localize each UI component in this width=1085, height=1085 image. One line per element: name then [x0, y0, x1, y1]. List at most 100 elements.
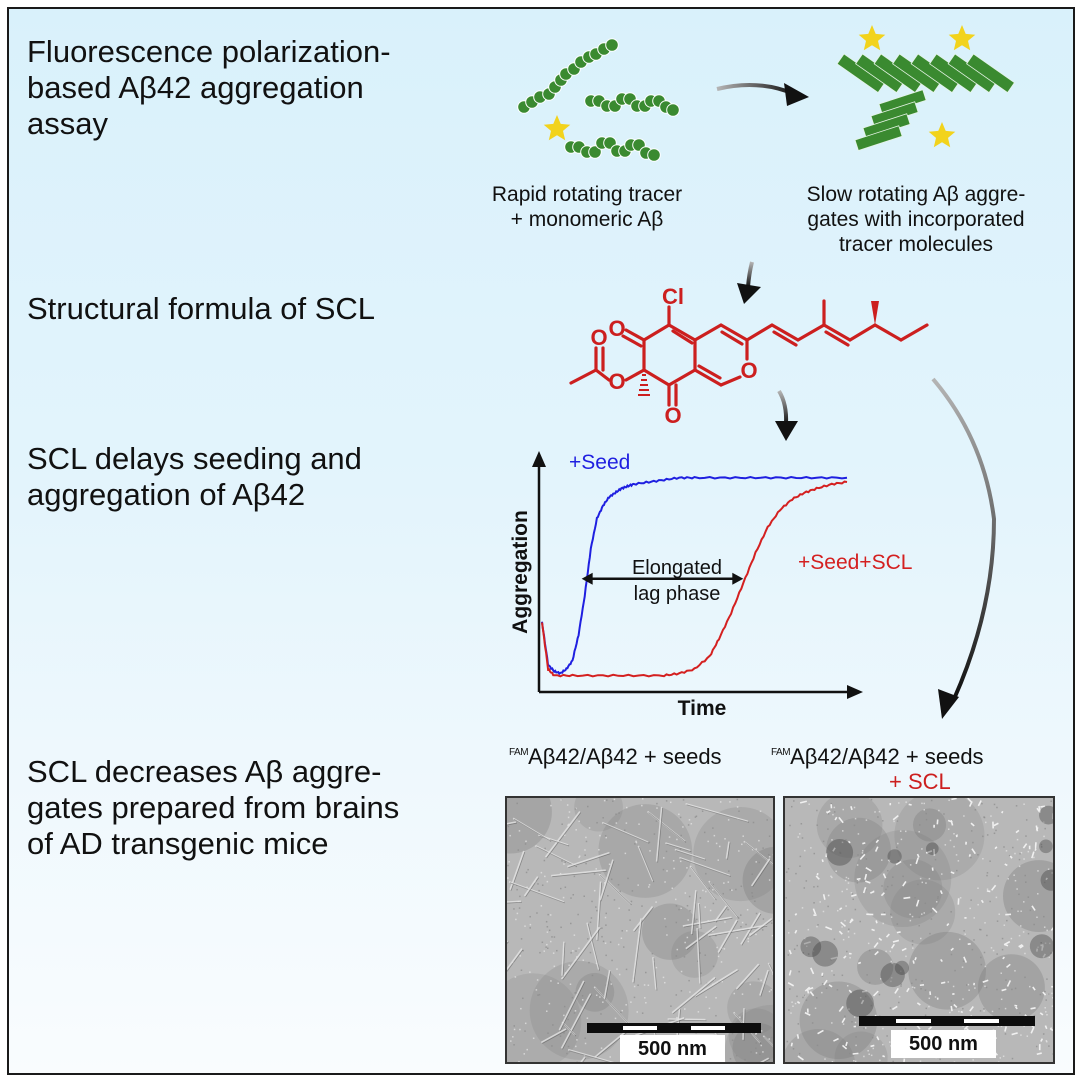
fibril — [679, 856, 731, 877]
small-aggregate — [1018, 944, 1023, 948]
scl-structural-formula: Cl O O O O O — [569, 284, 929, 428]
em-dark-patch — [816, 798, 883, 858]
small-aggregate — [895, 860, 902, 866]
small-aggregate — [873, 942, 879, 948]
label-line: of AD transgenic mice — [27, 826, 329, 861]
small-aggregate — [874, 950, 879, 956]
em-dark-patch — [671, 930, 719, 978]
small-aggregate — [970, 822, 975, 827]
fibril — [544, 810, 581, 858]
fibril — [632, 905, 654, 932]
fibril — [599, 859, 614, 901]
em-micrograph-fibrils — [507, 798, 773, 1062]
monomer-bead — [647, 148, 661, 162]
tracer-star-icon — [543, 115, 571, 141]
fibril — [567, 851, 610, 868]
oligomer-cluster — [1029, 934, 1053, 959]
em-dark-patch — [834, 1031, 888, 1062]
small-aggregate — [832, 847, 836, 852]
fibril — [748, 918, 773, 937]
em-title-text: Aβ42/Aβ42 + seeds — [790, 744, 984, 769]
em-image-scl: 500 nm — [783, 796, 1055, 1064]
arrowhead-icon — [775, 421, 798, 441]
em-dark-patch — [693, 806, 773, 902]
wedge-bond — [871, 301, 879, 325]
fluorescent-tracer-star-icon — [543, 115, 571, 141]
label-line: gates prepared from brains — [27, 790, 400, 825]
small-aggregate — [986, 890, 991, 893]
atom-o: O — [608, 316, 625, 341]
small-aggregate — [787, 982, 795, 987]
caption-line: + monomeric Aβ — [510, 208, 664, 231]
arrowhead-icon — [938, 689, 959, 719]
small-aggregate — [870, 890, 875, 894]
fibril — [690, 890, 697, 935]
small-aggregate — [925, 850, 933, 854]
small-aggregate — [808, 986, 814, 990]
small-aggregate — [916, 853, 920, 858]
em-dark-patch — [977, 954, 1045, 1022]
scale-bar-label: 500 nm — [620, 1035, 725, 1062]
fluorescent-tracer-star-icon — [928, 122, 956, 148]
y-axis-arrowhead-icon — [532, 451, 546, 467]
scale-bar-segment — [691, 1026, 725, 1030]
small-aggregate — [1004, 1026, 1008, 1032]
fibril — [665, 842, 691, 852]
section-label-decreases-aggregates: SCL decreases Aβ aggre- gates prepared f… — [27, 754, 399, 862]
fibril — [671, 976, 716, 1014]
small-aggregate — [857, 961, 862, 965]
aggregation-arrowhead-icon — [784, 83, 809, 106]
small-aggregate — [1034, 848, 1037, 852]
small-aggregate — [848, 989, 853, 994]
small-aggregate — [845, 1041, 848, 1047]
fibril — [685, 925, 717, 950]
small-aggregate — [878, 937, 883, 941]
scale-bar-segment — [896, 1019, 931, 1023]
small-aggregate — [849, 918, 854, 924]
oligomer-cluster — [1039, 805, 1053, 825]
annotation-line: Elongated — [632, 557, 722, 579]
small-aggregate — [982, 979, 989, 983]
fibril — [735, 963, 760, 990]
fibril — [767, 962, 773, 975]
em-dark-patch — [507, 973, 582, 1062]
small-aggregate — [875, 839, 880, 844]
small-aggregate — [882, 1055, 886, 1058]
small-aggregate — [950, 1005, 953, 1012]
small-aggregate — [912, 960, 915, 964]
small-aggregate — [847, 840, 851, 844]
small-aggregate — [830, 956, 838, 960]
section-label-delays-seeding: SCL delays seeding and aggregation of Aβ… — [27, 441, 362, 513]
em-title-scl: FAMAβ42/Aβ42 + seeds — [771, 744, 984, 770]
em-dark-patch — [826, 817, 891, 883]
small-aggregate — [1030, 1006, 1036, 1010]
fibril — [685, 802, 749, 823]
small-aggregate — [840, 921, 847, 928]
small-aggregate — [822, 894, 826, 900]
fibril — [551, 869, 606, 877]
chart-series — [541, 475, 848, 678]
small-aggregate — [804, 1011, 811, 1016]
small-aggregate — [1002, 956, 1005, 960]
small-aggregate — [1038, 805, 1041, 813]
small-aggregate — [927, 1026, 933, 1031]
oligomer-cluster — [800, 936, 822, 958]
fibril — [523, 876, 539, 897]
small-aggregate — [967, 798, 973, 804]
fibril — [560, 993, 592, 1049]
small-aggregate — [826, 810, 831, 814]
small-aggregate — [797, 1055, 804, 1061]
arrow-to-chart — [777, 389, 789, 425]
series-label-seed: +Seed — [569, 451, 630, 474]
small-aggregate — [906, 987, 910, 993]
small-aggregate — [850, 806, 853, 811]
small-aggregate — [916, 1002, 921, 1006]
em-dark-patch — [912, 808, 947, 842]
small-aggregate — [940, 981, 946, 985]
small-aggregate — [894, 987, 899, 994]
small-aggregate — [862, 842, 866, 845]
small-aggregate — [931, 907, 938, 914]
label-line: assay — [27, 106, 108, 141]
oligomer-cluster — [926, 842, 939, 856]
section-label-structural-formula: Structural formula of SCL — [27, 291, 375, 327]
